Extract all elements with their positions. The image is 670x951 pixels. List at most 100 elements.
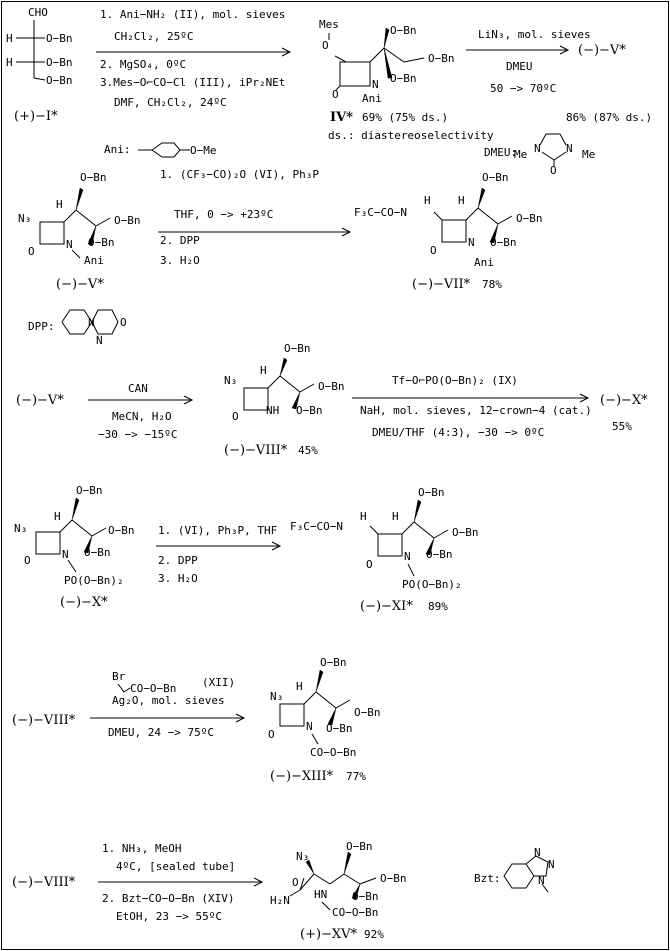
dpp-n2: N [96, 334, 103, 347]
step7-condition-2: 4ºC, [sealed tube] [116, 860, 235, 873]
viii-obn-a: O−Bn [284, 342, 311, 355]
step1-conditions: 1. Ani−NH₂ (II), mol. sieves CH₂Cl₂, 25º… [96, 8, 292, 109]
dmeu-me2: Me [582, 148, 595, 161]
ds-note: ds.: diastereoselectivity [328, 129, 494, 142]
compound-VIII-yield: 45% [298, 444, 318, 457]
reagent-xii: (XII) [202, 676, 235, 689]
xi-tfa: F₃C−CO−N [290, 520, 343, 533]
viii-nh: NH [266, 404, 279, 417]
compound-V-label-2: (−)−V* [56, 277, 104, 292]
xiii-obn-b: O−Bn [354, 706, 381, 719]
vii-obn-c: O−Bn [490, 236, 517, 249]
compound-XV-label: (+)−XV* [300, 927, 358, 942]
step6: (−)−VIII* Br CO−O−Bn (XII) Ag₂O, mol. si… [12, 670, 246, 739]
xi-h2: H [392, 510, 399, 523]
step5-conditions: 1. (VI), Ph₃P, THF 2. DPP 3. H₂O [156, 524, 282, 585]
v-obn-a: O−Bn [80, 171, 107, 184]
compound-XV: N₃ H₂N O O−Bn O−Bn O−Bn HN CO−O−Bn (+)−X… [270, 840, 407, 942]
group-obn-b: O−Bn [428, 52, 455, 65]
step6-condition-2: DMEU, 24 −> 75ºC [108, 726, 214, 739]
v-obn-b: O−Bn [114, 214, 141, 227]
x-obn-b: O−Bn [108, 524, 135, 537]
compound-XIII-yield: 77% [346, 770, 366, 783]
x-phosphonate: PO(O−Bn)₂ [64, 574, 124, 587]
step4b-condition-2: NaH, mol. sieves, 12−crown−4 (cat.) [360, 404, 592, 417]
step4-condition-3: −30 −> −15ºC [98, 428, 177, 441]
group-n: N [372, 78, 379, 91]
v-obn-c: O−Bn [88, 236, 115, 249]
compound-VIII-label-1: (−)−VIII* [224, 443, 288, 458]
x-obn-a: O−Bn [76, 484, 103, 497]
x-n3: N₃ [14, 522, 27, 535]
step6-condition-1: Ag₂O, mol. sieves [112, 694, 225, 707]
step1-condition-2: CH₂Cl₂, 25ºC [114, 30, 193, 43]
step7-condition-3: 2. Bzt−CO−O−Bn (XIV) [102, 892, 234, 905]
xv-obn-b: O−Bn [380, 872, 407, 885]
xv-cbz: CO−O−Bn [332, 906, 378, 919]
xi-h1: H [360, 510, 367, 523]
ani-definition: Ani: O−Me [104, 142, 217, 158]
dmeu-definition: DMEU: Me N N Me O [484, 133, 595, 177]
v-o: O [28, 245, 35, 258]
dpp-definition: DPP: N N O [28, 309, 127, 347]
compound-X: N₃ H O N PO(O−Bn)₂ O−Bn O−Bn O−Bn (−)−X* [14, 484, 135, 610]
v-h: H [56, 198, 63, 211]
step3-condition-2: THF, 0 −> +23ºC [174, 208, 273, 221]
dmeu-n2: N [566, 142, 573, 155]
group-obn-a: O−Bn [390, 24, 417, 37]
step4: (−)−V* CAN MeCN, H₂O −30 −> −15ºC [16, 382, 194, 441]
viii-obn-c: O−Bn [296, 404, 323, 417]
compound-IV-label: IV* [330, 110, 353, 125]
xiii-obn-a: O−Bn [320, 656, 347, 669]
vii-n: N [468, 236, 475, 249]
viii-n3: N₃ [224, 374, 237, 387]
compound-VIII-label-3: (−)−VIII* [12, 875, 76, 890]
step3-condition-1: 1. (CF₃−CO)₂O (VI), Ph₃P [160, 168, 319, 181]
step4b: Tf−O⌐PO(O−Bn)₂ (IX) NaH, mol. sieves, 12… [352, 374, 648, 439]
step3-condition-4: 3. H₂O [160, 254, 200, 267]
group-o: O [322, 39, 329, 52]
ani-ome: O−Me [190, 144, 217, 157]
xiii-o: O [268, 728, 275, 741]
xi-obn-a: O−Bn [418, 486, 445, 499]
v-n3: N₃ [18, 212, 31, 225]
compound-I: CHO H H O−Bn O−Bn O−Bn (+)−I* [6, 6, 73, 124]
v-n: N [66, 238, 73, 251]
step2-condition-3: 50 −> 70ºC [490, 82, 556, 95]
bzt-n2: N [548, 858, 555, 871]
vii-obn-a: O−Bn [482, 171, 509, 184]
viii-h: H [260, 364, 267, 377]
compound-I-label: (+)−I* [14, 109, 58, 124]
compound-VII: F₃C−CO−N H H O N Ani O−Bn O−Bn O−Bn (−)−… [354, 171, 543, 292]
vii-obn-b: O−Bn [516, 212, 543, 225]
step2-conditions: LiN₃, mol. sieves DMEU 50 −> 70ºC (−)−V*… [466, 28, 652, 124]
v-ani: Ani [84, 254, 104, 267]
group-cho: CHO [28, 6, 48, 19]
compound-VII-yield: 78% [482, 278, 502, 291]
step1-condition-3: 2. MgSO₄, 0ºC [100, 58, 186, 71]
step7-condition-1: 1. NH₃, MeOH [102, 842, 181, 855]
step5-condition-1: 1. (VI), Ph₃P, THF [158, 524, 277, 537]
group-mes: Mes [319, 18, 339, 31]
xv-obn-a: O−Bn [346, 840, 373, 853]
xiii-n3: N₃ [270, 690, 283, 703]
reagent-chain: CO−O−Bn [130, 682, 176, 695]
dpp-label: DPP: [28, 320, 55, 333]
step1-condition-4: 3.Mes−O⌐CO−Cl (III), iPr₂NEt [100, 76, 285, 89]
xiii-obn-c: O−Bn [326, 722, 353, 735]
group-obn3: O−Bn [46, 74, 73, 87]
step5-condition-3: 3. H₂O [158, 572, 198, 585]
group-obn1: O−Bn [46, 32, 73, 45]
compound-XI-label: (−)−XI* [360, 599, 413, 614]
dpp-o: O [120, 316, 127, 329]
compound-VII-label: (−)−VII* [412, 277, 471, 292]
x-h: H [54, 510, 61, 523]
xv-hn: HN [314, 888, 327, 901]
xiii-n: N [306, 720, 313, 733]
compound-X-label-1: (−)−X* [600, 393, 648, 408]
step5-condition-2: 2. DPP [158, 554, 198, 567]
vii-o: O [430, 244, 437, 257]
viii-obn-b: O−Bn [318, 380, 345, 393]
step1-condition-1: 1. Ani−NH₂ (II), mol. sieves [100, 8, 285, 21]
